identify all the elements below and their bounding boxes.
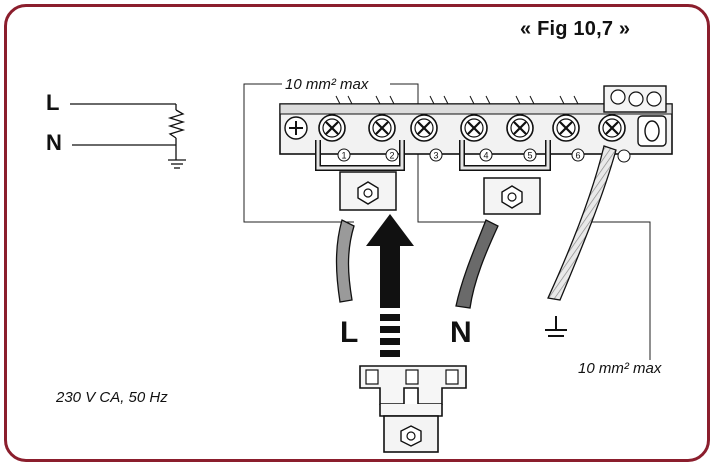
screw-slot bbox=[467, 121, 481, 135]
schematic-line-label: L bbox=[46, 90, 60, 115]
figure-title: « Fig 10,7 » bbox=[520, 18, 631, 40]
terminal-number-4: 4 bbox=[483, 151, 488, 161]
terminal-number-5: 5 bbox=[527, 151, 532, 161]
screw-slot bbox=[417, 121, 431, 135]
heater-schematic bbox=[70, 103, 186, 169]
screw-slot bbox=[375, 121, 389, 135]
terminal-number-3: 3 bbox=[433, 151, 438, 161]
earth-terminal-mark bbox=[617, 149, 631, 163]
terminal-number-circle bbox=[337, 148, 351, 162]
terminal-number-circle bbox=[571, 148, 585, 162]
cable-section-top-label: 10 mm² max bbox=[282, 76, 372, 93]
terminal-number-circle bbox=[429, 148, 443, 162]
terminal-number-6: 6 bbox=[575, 151, 580, 161]
screw-slot bbox=[559, 121, 573, 135]
bridge-neutral bbox=[459, 140, 551, 215]
earth-cable bbox=[547, 145, 617, 301]
neutral-cable bbox=[455, 219, 499, 309]
cable-line-label: L bbox=[340, 316, 359, 349]
terminal-screws: 1 2 3 4 5 6 bbox=[318, 114, 631, 163]
line-cable bbox=[335, 219, 355, 303]
cable-neutral-label: N bbox=[450, 316, 472, 349]
screw-slot bbox=[513, 121, 527, 135]
screw-slot bbox=[605, 121, 619, 135]
terminal-number-2: 2 bbox=[389, 151, 394, 161]
terminal-number-circle bbox=[479, 148, 493, 162]
loose-bridge bbox=[359, 365, 467, 453]
schematic-neutral-label: N bbox=[46, 130, 62, 155]
cable-section-bottom-label: 10 mm² max bbox=[578, 360, 662, 377]
terminal-number-1: 1 bbox=[341, 151, 346, 161]
terminal-number-circle bbox=[385, 148, 399, 162]
supply-spec-label: 230 V CA, 50 Hz bbox=[56, 389, 168, 406]
bridge-line bbox=[315, 140, 405, 211]
terminal-number-circle bbox=[523, 148, 537, 162]
screw-slot bbox=[325, 121, 339, 135]
earth-symbol bbox=[545, 316, 567, 337]
insert-arrow bbox=[366, 214, 414, 357]
